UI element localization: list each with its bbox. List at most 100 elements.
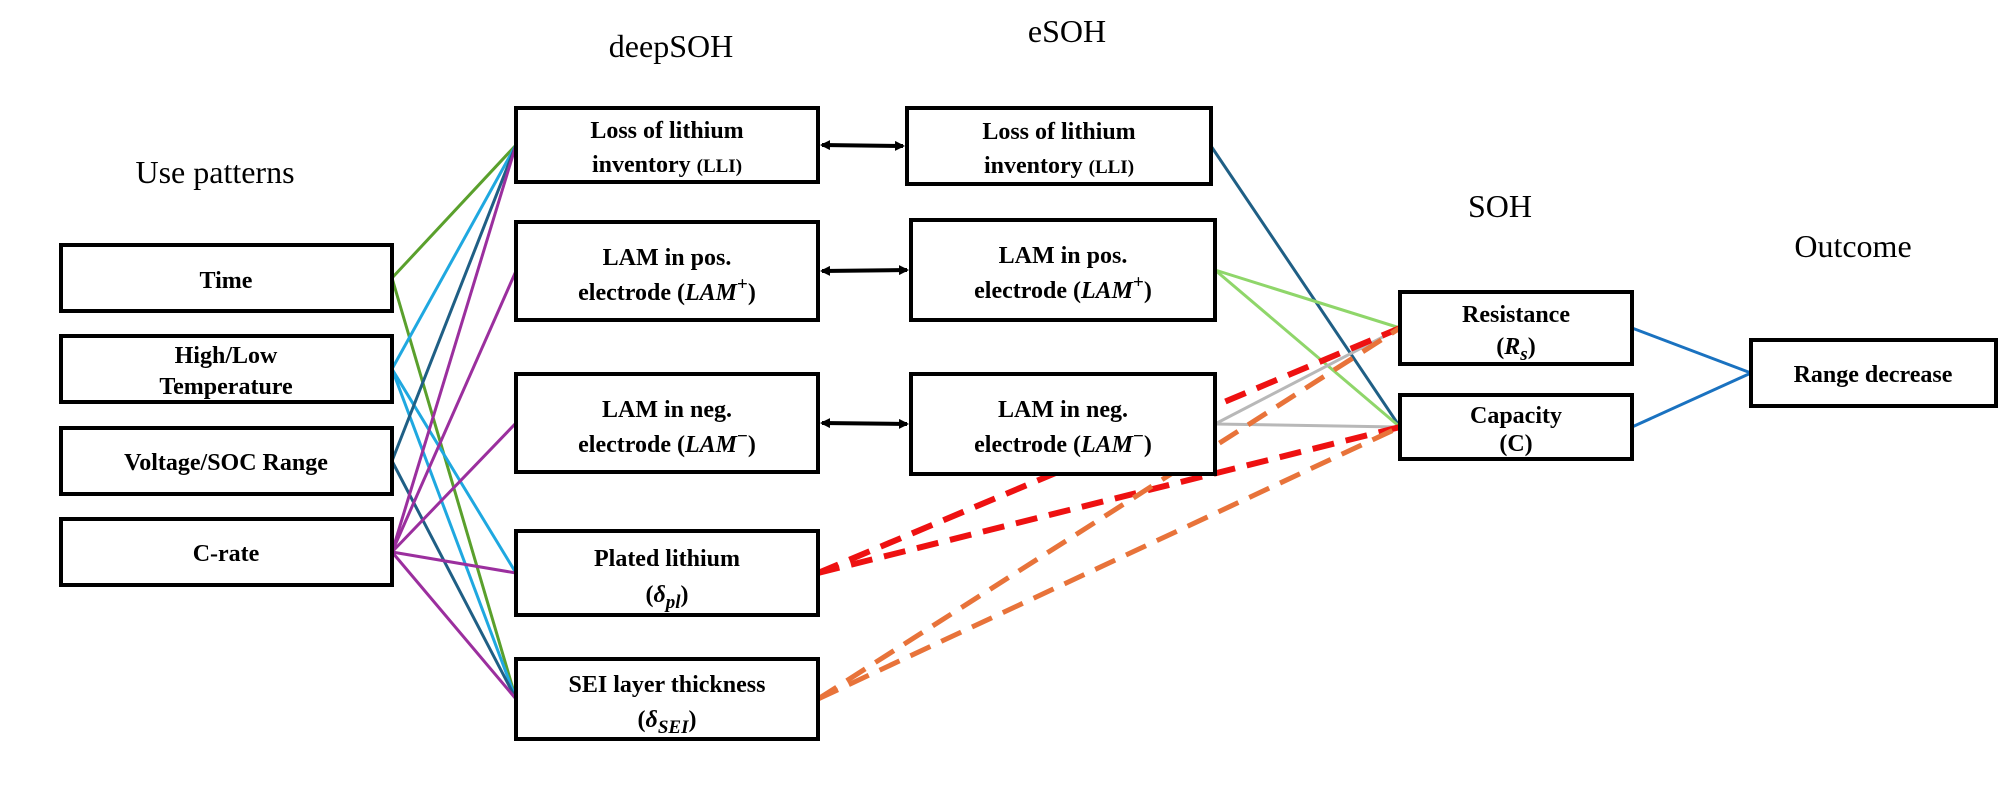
title-outcome: Outcome (1794, 228, 1911, 264)
node-deep-lampos: LAM in pos. electrode (LAM+) (514, 220, 820, 322)
node-esoh-lamneg-line1: LAM in neg. (998, 397, 1128, 423)
node-deep-lamneg-sup: − (737, 426, 748, 447)
node-temperature-line2: Temperature (159, 374, 293, 400)
node-esoh-lli-word: inventory (984, 153, 1083, 179)
node-deep-plated-sym: δ (653, 582, 665, 608)
node-deep-lli-line1: Loss of lithium (590, 118, 743, 144)
edge-eNegR-to-cap (1214, 422, 1401, 429)
title-soh: SOH (1468, 188, 1532, 224)
node-esoh-lampos-close: ) (1144, 278, 1152, 304)
node-deep-lli-word: inventory (592, 152, 691, 178)
node-esoh-lampos-sup: + (1133, 272, 1144, 293)
edge-crate-to-dPos (390, 270, 518, 553)
node-capacity-line1: Capacity (1470, 403, 1562, 429)
node-range-decrease-label: Range decrease (1794, 362, 1953, 388)
edge-ePosR-to-cap (1214, 268, 1401, 429)
node-deep-lampos-line1: LAM in pos. (603, 245, 732, 271)
node-deep-plated-line2: (δpl) (645, 582, 688, 613)
node-deep-lli-abbr: (LLI) (697, 156, 742, 177)
title-deepsoh: deepSOH (609, 28, 733, 64)
edge-crate-to-dSEI (390, 551, 518, 700)
node-resistance-close: ) (1528, 334, 1536, 360)
node-deep-lamneg-sym: LAM (684, 432, 739, 458)
node-deep-sei: SEI layer thickness (δSEI) (514, 657, 820, 741)
node-deep-lli-line2: inventory (LLI) (592, 152, 742, 178)
node-resistance: Resistance (Rs) (1398, 290, 1634, 366)
node-resistance-sym: R (1503, 334, 1520, 360)
node-deep-lampos-close: ) (748, 280, 756, 306)
edge-resR-to-rng (1631, 326, 1752, 375)
node-esoh-lamneg-close: ) (1144, 432, 1152, 458)
node-resistance-open: ( (1496, 334, 1504, 360)
node-time: Time (59, 243, 394, 313)
node-deep-lamneg: LAM in neg. electrode (LAM−) (514, 372, 820, 474)
title-use-patterns: Use patterns (135, 154, 294, 190)
node-esoh-lampos: LAM in pos. electrode (LAM+) (909, 218, 1217, 322)
bidirectional-arrow-dNegR-eNegL (820, 418, 909, 429)
node-temperature: High/Low Temperature (59, 334, 394, 404)
node-esoh-lamneg-sym: LAM (1080, 432, 1135, 458)
node-deep-lamneg-word: electrode ( (578, 432, 685, 458)
node-capacity-line2: (C) (1499, 431, 1532, 457)
node-deep-lamneg-line2: electrode (LAM−) (578, 426, 756, 458)
node-esoh-lamneg-sup: − (1133, 426, 1144, 447)
edge-volt-to-dLLI (390, 144, 518, 462)
node-deep-sei-sym: δ (646, 707, 658, 733)
node-deep-plated-line1: Plated lithium (594, 546, 740, 572)
node-crate-label: C-rate (193, 541, 260, 567)
node-deep-sei-open: ( (638, 707, 646, 733)
node-esoh-lampos-sym: LAM (1080, 278, 1135, 304)
edge-capR-to-rng (1631, 371, 1752, 429)
node-deep-plated-close: ) (681, 582, 689, 608)
node-deep-sei-line2: (δSEI) (638, 707, 697, 738)
node-deep-plated-sub: pl (664, 592, 682, 613)
edge-temp-to-dSEI (390, 368, 518, 700)
bidirectional-arrow-dLLIr-eLLIl (820, 140, 905, 151)
edge-temp-to-dPl (390, 368, 518, 574)
node-deep-lamneg-close: ) (748, 432, 756, 458)
node-deep-plated-open: ( (645, 582, 653, 608)
node-deep-lampos-sym: LAM (684, 280, 739, 306)
node-esoh-lli-abbr: (LLI) (1089, 157, 1134, 178)
edge-eLLIr-to-cap (1209, 145, 1402, 428)
node-deep-sei-line1: SEI layer thickness (569, 672, 766, 698)
node-esoh-lampos-line2: electrode (LAM+) (974, 272, 1152, 304)
node-esoh-lamneg: LAM in neg. electrode (LAM−) (909, 372, 1217, 476)
edge-crate-to-dPl (391, 550, 517, 575)
node-esoh-lli-line2: inventory (LLI) (984, 153, 1134, 179)
node-deep-lli: Loss of lithium inventory (LLI) (514, 106, 820, 184)
edge-dSEIr-to-cap (816, 424, 1402, 702)
node-esoh-lampos-line1: LAM in pos. (999, 243, 1128, 269)
node-resistance-line1: Resistance (1462, 302, 1570, 328)
node-deep-lampos-line2: electrode (LAM+) (578, 274, 756, 306)
node-voltage: Voltage/SOC Range (59, 426, 394, 496)
edge-crate-to-dLLI (390, 144, 518, 553)
node-esoh-lli: Loss of lithium inventory (LLI) (905, 106, 1213, 186)
node-time-label: Time (200, 268, 253, 294)
edge-ePosR-to-res (1214, 268, 1401, 330)
node-resistance-sub: s (1519, 344, 1527, 365)
node-esoh-lamneg-word: electrode ( (974, 432, 1081, 458)
node-esoh-lampos-word: electrode ( (974, 278, 1081, 304)
edge-dSEIr-to-res (816, 325, 1402, 702)
edge-time-to-dLLI (390, 143, 518, 280)
node-esoh-lli-line1: Loss of lithium (982, 119, 1135, 145)
node-deep-lamneg-line1: LAM in neg. (602, 397, 732, 423)
node-deep-lampos-sup: + (737, 274, 748, 295)
node-deep-lampos-word: electrode ( (578, 280, 685, 306)
node-deep-sei-close: ) (688, 707, 696, 733)
edge-eNegR-to-res (1214, 326, 1401, 426)
node-deep-plated: Plated lithium (δpl) (514, 529, 820, 617)
node-deep-sei-sub: SEI (658, 717, 689, 738)
node-crate: C-rate (59, 517, 394, 587)
bidirectional-arrow-dPosR-ePosL (820, 265, 909, 276)
node-range-decrease: Range decrease (1749, 338, 1998, 408)
node-voltage-label: Voltage/SOC Range (124, 450, 328, 476)
edge-crate-to-dNeg (390, 421, 518, 554)
node-temperature-line1: High/Low (175, 343, 278, 369)
title-esoh: eSOH (1028, 13, 1106, 49)
node-esoh-lamneg-line2: electrode (LAM−) (974, 426, 1152, 458)
edge-volt-to-dSEI (390, 460, 518, 700)
